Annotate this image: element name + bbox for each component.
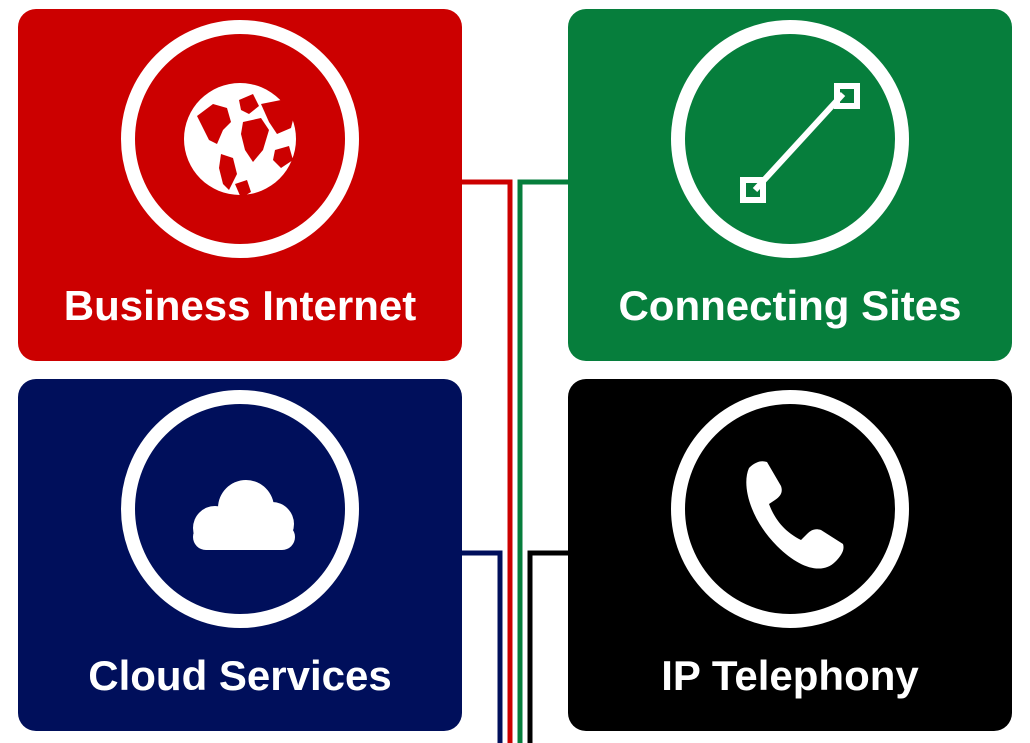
cloud-icon [193, 480, 295, 550]
internet-connector-line [462, 179, 513, 743]
phone-connector-line [527, 550, 568, 743]
sites-connector-line [517, 179, 568, 743]
connecting-sites-tile[interactable]: Connecting Sites [568, 9, 1012, 361]
business-internet-tile[interactable]: Business Internet [18, 9, 462, 361]
cloud-icon-ring [121, 390, 359, 628]
cloud-connector-line [462, 550, 503, 743]
cloud-services-tile[interactable]: Cloud Services [18, 379, 462, 731]
tile-label: Cloud Services [88, 652, 392, 699]
tile-label: Connecting Sites [618, 282, 962, 329]
phone-handset-icon [746, 461, 844, 569]
globe-icon [184, 83, 296, 198]
phone-icon-ring [671, 390, 909, 628]
link-line-icon [740, 83, 860, 203]
ip-telephony-tile[interactable]: IP Telephony [568, 379, 1012, 731]
sites-icon-ring [671, 20, 909, 258]
internet-icon-ring [121, 20, 359, 258]
tile-label: Business Internet [63, 282, 417, 329]
tile-label: IP Telephony [661, 652, 919, 699]
